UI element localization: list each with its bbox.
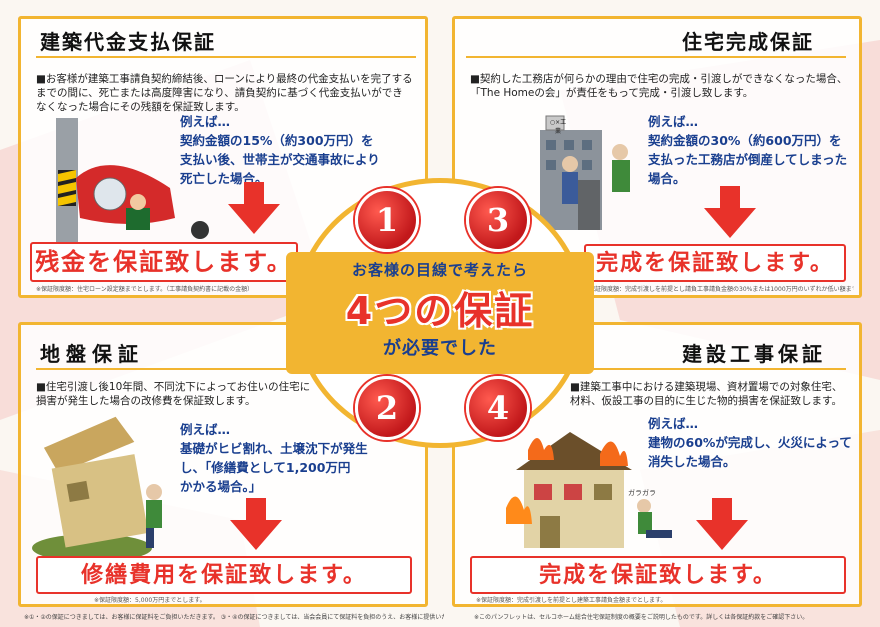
title-underline <box>36 56 416 58</box>
footer-note-left: ※①・②の保証につきましては、お客様に保証料をご負担いただきます。 ③・④の保証… <box>24 614 444 621</box>
center-headline: 4つの保証 <box>345 289 535 333</box>
number-badge-2: 2 <box>355 376 419 440</box>
panel-desc-construction: ■建築工事中における建築現場、資材置場での対象住宅、 材料、仮設工事の目的に生じ… <box>570 381 843 407</box>
banner-ground: 修繕費用を保証致します。 <box>36 556 412 594</box>
sound-effect-text: ガラガラ <box>628 489 656 497</box>
number-badge-4: 4 <box>466 376 530 440</box>
panel-desc-ground: ■住宅引渡し後10年間、不同沈下によってお住いの住宅に 損害が発生した場合の改修… <box>36 381 311 407</box>
center-tail-text: が必要でした <box>383 338 497 359</box>
office-building-illustration <box>540 115 630 230</box>
footer-note-right: ※このパンフレットは、セルコホーム総合住宅保証制度の概要をご説明したものです。詳… <box>474 614 809 621</box>
panel-desc-completion: ■契約した工務店が何らかの理由で住宅の完成・引渡しができなくなった場合、 「Th… <box>470 73 848 99</box>
title-underline <box>466 56 846 58</box>
number-badge-3: 3 <box>466 188 530 252</box>
note-payment: ※保証限度額：住宅ローン設定額までとします。（工事請負契約書に記載の金額） <box>36 286 254 293</box>
title-underline <box>36 368 416 370</box>
number-badge-1: 1 <box>355 188 419 252</box>
banner-payment: 残金を保証致します。 <box>30 242 298 282</box>
title-underline <box>466 368 846 370</box>
banner-completion: 完成を保証致します。 <box>584 244 846 282</box>
car-accident-illustration <box>56 118 209 246</box>
down-arrow-icon <box>228 182 280 234</box>
note-construction: ※保証限度額：完成引渡しを前提とし建築工事請負金額までとします。 <box>476 597 667 604</box>
panel-desc-payment: ■お客様が建築工事請負契約締結後、ローンにより最終の代金支払いを完了する までの… <box>36 73 413 113</box>
panel-title-construction: 建設工事保証 <box>682 342 826 366</box>
center-lead-text: お客様の目線で考えたら <box>351 261 528 279</box>
note-ground: ※保証限度額：5,000万円までとします。 <box>94 597 206 604</box>
burning-house-illustration <box>506 432 672 548</box>
company-sign: ○×工業 <box>549 119 567 135</box>
down-arrow-icon <box>696 498 748 550</box>
panel-example-completion: 例えば… 契約金額の30%（約600万円）を 支払った工務店が倒産してしまった … <box>648 114 848 186</box>
note-completion: ※保証限度額：完成引渡しを前提とし請負工事請負金額の30%または1000万円のい… <box>584 286 854 293</box>
panel-title-payment: 建築代金支払保証 <box>40 30 216 54</box>
down-arrow-icon <box>704 186 756 238</box>
panel-example-construction: 例えば… 建物の60%が完成し、火災によって 消失した場合。 <box>648 416 852 469</box>
panel-title-completion: 住宅完成保証 <box>682 30 814 54</box>
down-arrow-icon <box>230 498 282 550</box>
center-band <box>286 252 594 374</box>
panel-example-ground: 例えば… 基礎がヒビ割れ、土壌沈下が発生 し、「修繕費として1,200万円 かか… <box>180 422 368 494</box>
banner-construction: 完成を保証致します。 <box>470 556 846 594</box>
tilted-house-illustration <box>32 416 162 560</box>
panel-title-ground: 地盤保証 <box>40 342 144 366</box>
